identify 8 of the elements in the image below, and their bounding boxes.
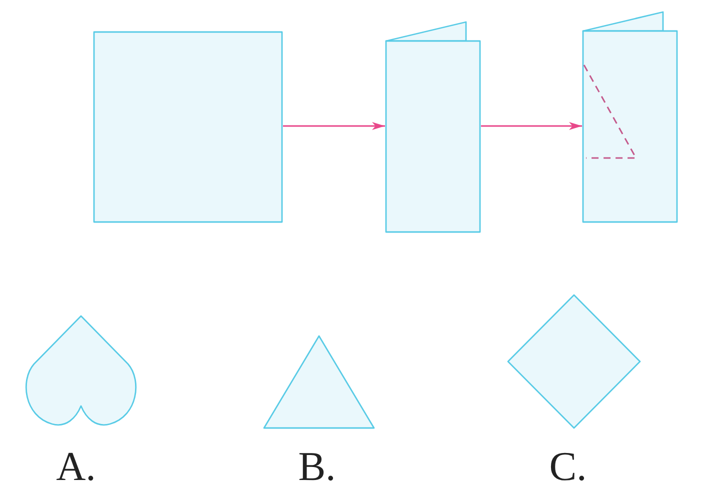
- paper-square: [93, 31, 283, 223]
- option-label: A.: [56, 446, 96, 487]
- arrow: [283, 122, 385, 130]
- folded-paper: [385, 20, 481, 233]
- arrow: [481, 122, 582, 130]
- folded-paper: [582, 10, 678, 223]
- option-label: B.: [298, 446, 336, 487]
- option-label: C.: [549, 446, 587, 487]
